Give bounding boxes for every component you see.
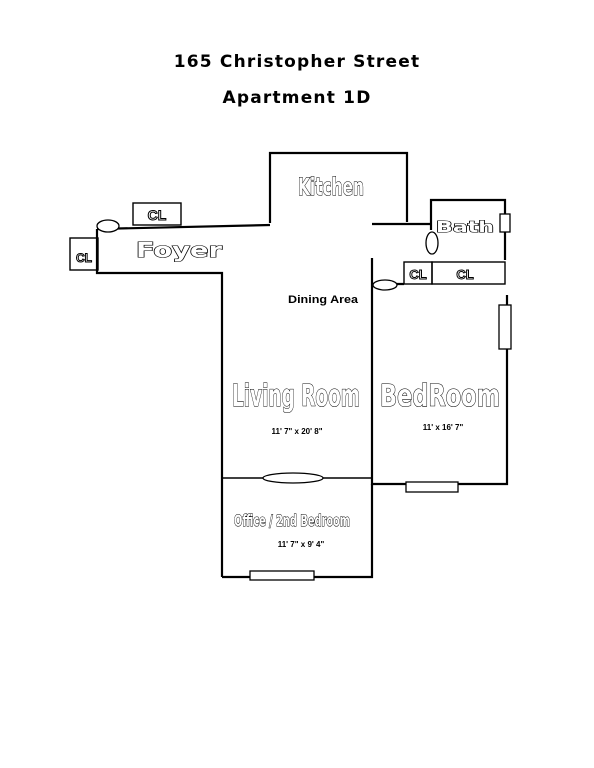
closet-label-foyer-left: CL (76, 251, 92, 265)
bath-door (425, 231, 439, 255)
closet-label-bath-right: CL (456, 267, 473, 282)
bath-window (499, 213, 511, 233)
bedroom-window-side (498, 304, 512, 350)
kitchen-room (268, 151, 409, 223)
living-room-dimensions: 11' 7" x 20' 8" (272, 427, 323, 436)
closet-label-bath-left: CL (409, 267, 426, 282)
bath-room (403, 198, 511, 285)
office-window (249, 570, 315, 581)
living-room (222, 472, 374, 581)
foyer-door (96, 219, 120, 233)
title-address: 165 Christopher Street (173, 52, 421, 72)
title-apartment: Apartment 1D (222, 88, 372, 108)
bedroom-window-bottom (405, 481, 459, 493)
dining-label: Dining Area (288, 294, 359, 306)
kitchen-label: Kitchen (298, 173, 364, 201)
foyer-room (69, 202, 431, 577)
office-label: Office / 2nd Bedroom (234, 511, 350, 530)
office-dimensions: 11' 7" x 9' 4" (278, 540, 325, 549)
bath-label: Bath (436, 218, 494, 236)
foyer-label: Foyer (136, 238, 222, 262)
bedroom-label: BedRoom (380, 379, 500, 414)
bedroom-dimensions: 11' x 16' 7" (423, 423, 464, 432)
office-door (262, 472, 324, 484)
closet-label-foyer-top: CL (148, 207, 167, 223)
bedroom-door (372, 279, 398, 291)
living-room-label: Living Room (232, 379, 360, 414)
bedroom-room (370, 258, 512, 493)
